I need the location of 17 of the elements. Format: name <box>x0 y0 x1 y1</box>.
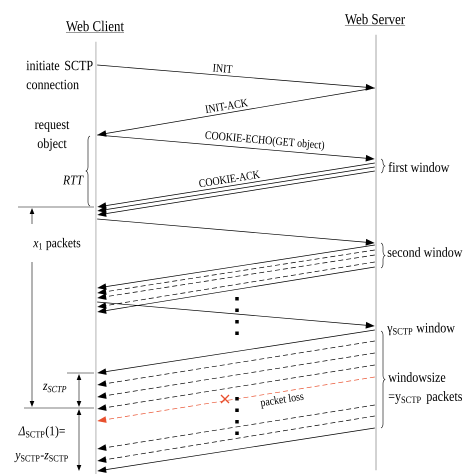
annotation: request object <box>34 121 70 151</box>
participant-name: Web Server <box>344 14 406 26</box>
annotation: second window <box>388 247 462 257</box>
annotation: first window <box>388 162 450 172</box>
dimension-label: Δ$_{SCTP}$(1)= y$_{SCTP}$-z$_{SCTP}$ <box>14 426 68 462</box>
message-label: COOKIE-ECHO(GET object) <box>205 131 324 152</box>
brace-label: RTT <box>62 176 84 184</box>
annotation: initiate SCTP connection <box>26 60 93 90</box>
message-label: INIT-ACK <box>204 98 248 114</box>
dimension-label: x$_{1}$ packets <box>33 238 80 250</box>
annotation: windowsize =y$_{SCTP}$ packets <box>388 372 462 404</box>
participant-name: Web Client <box>66 20 124 33</box>
dimension-label: z$_{SCTP}$ <box>42 384 66 392</box>
message-label: COOKIE-ACK <box>199 170 260 187</box>
message-label: packet loss <box>260 394 304 409</box>
annotation: γ$_{SCTP}$ window <box>387 322 455 336</box>
message-label: INIT <box>212 64 233 73</box>
